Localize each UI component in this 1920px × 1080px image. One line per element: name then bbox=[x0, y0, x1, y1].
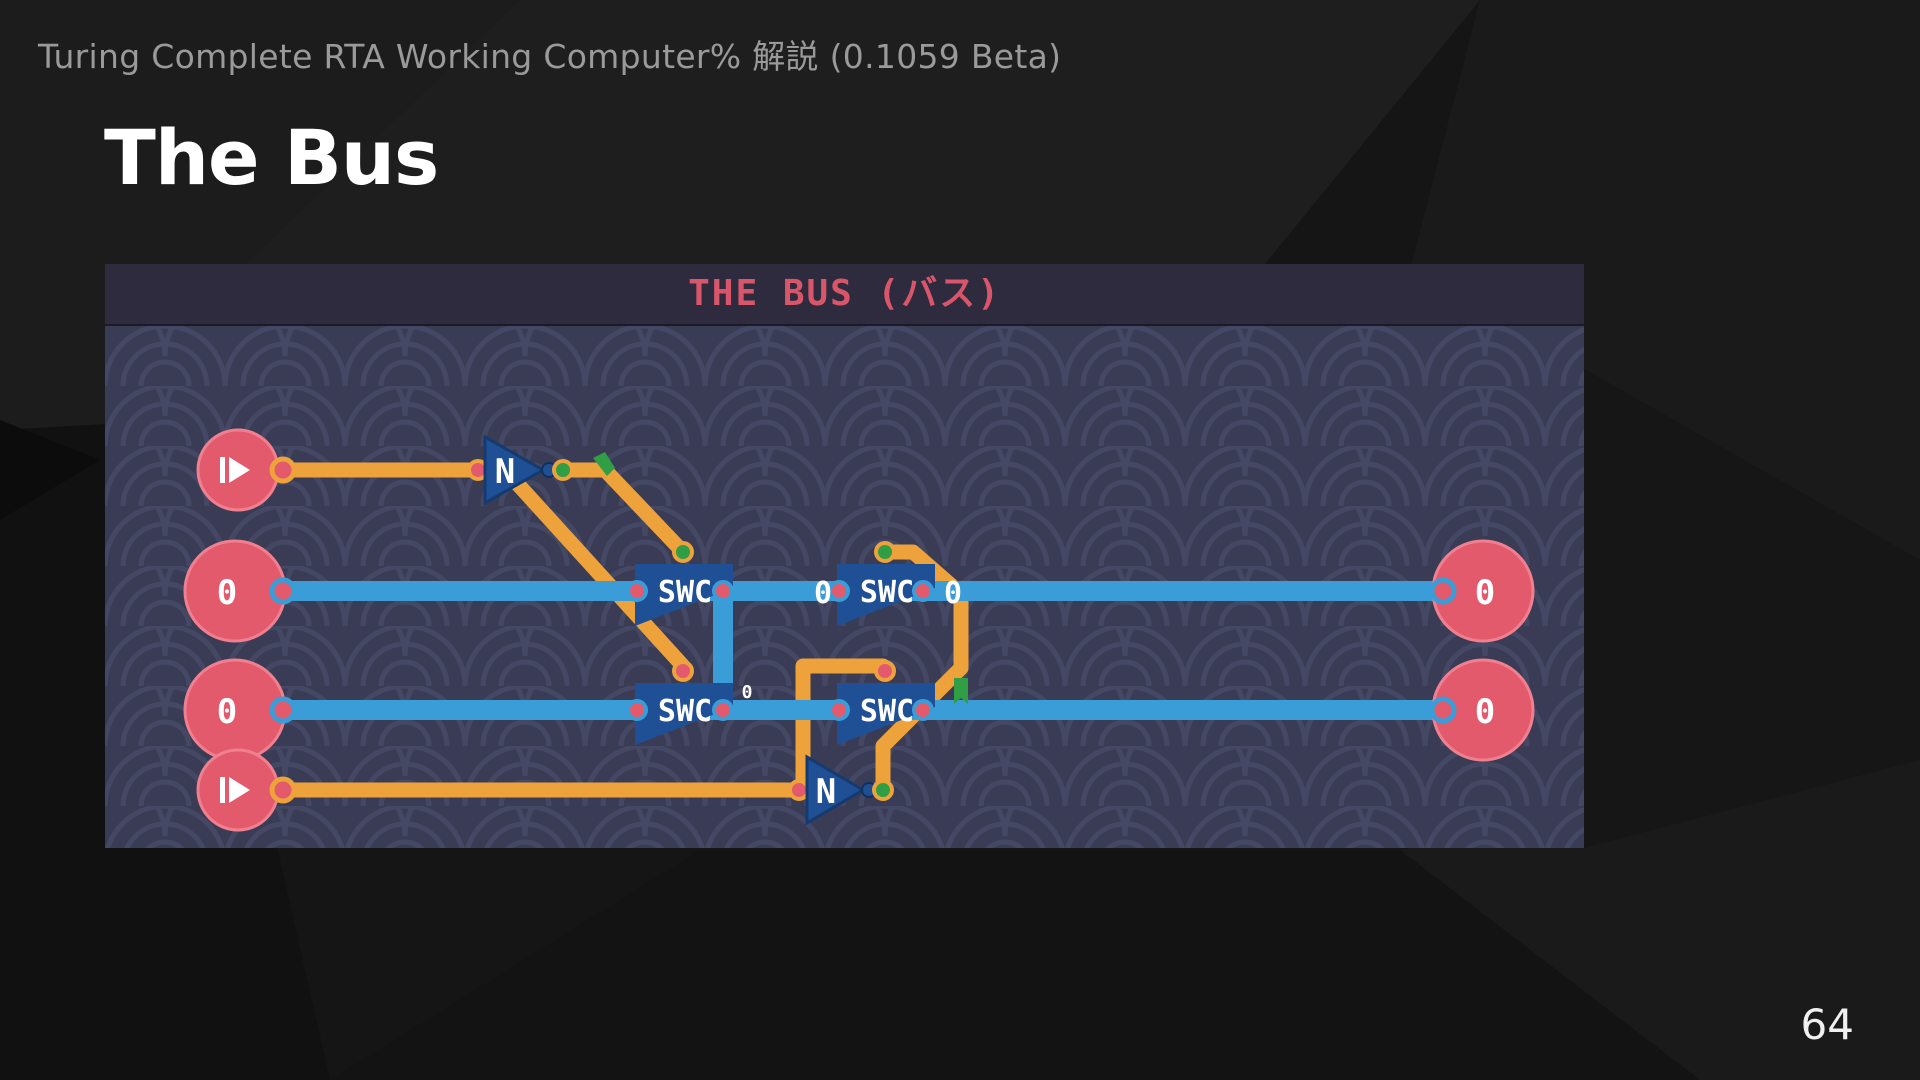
not-gate-top-label: N bbox=[495, 452, 515, 492]
wire-label-mid-top-left: 0 bbox=[814, 576, 832, 611]
input-data-top-value: 0 bbox=[217, 573, 237, 613]
not-gate-bottom[interactable]: N bbox=[788, 754, 894, 826]
output-data-bottom[interactable]: 0 bbox=[1431, 658, 1535, 762]
pin-connectors bbox=[269, 456, 1457, 804]
switch-2[interactable]: SWC bbox=[828, 541, 935, 626]
input-enable-top[interactable] bbox=[196, 428, 280, 512]
circuit-board: 0 0 0 0 bbox=[105, 326, 1584, 848]
control-wire-not-bottom-in bbox=[795, 658, 891, 798]
switch-3[interactable]: SWC bbox=[626, 660, 734, 745]
switch-4[interactable]: SWC bbox=[828, 660, 935, 745]
level-header bbox=[105, 264, 1584, 326]
page-number: 64 bbox=[1800, 1000, 1854, 1049]
not-gate-top[interactable]: N bbox=[467, 434, 574, 506]
switch-1[interactable]: SWC bbox=[626, 541, 734, 626]
deck-title: Turing Complete RTA Working Computer% 解説… bbox=[38, 37, 1062, 76]
slide-title: The Bus bbox=[104, 113, 439, 202]
switch-4-label: SWC bbox=[860, 694, 914, 729]
green-marker-bottom bbox=[954, 678, 968, 704]
level-name: THE BUS (バス) bbox=[688, 273, 1001, 314]
wire-label-mid-small: 0 bbox=[742, 682, 753, 703]
play-icon bbox=[220, 457, 250, 483]
switch-1-label: SWC bbox=[658, 575, 712, 610]
output-data-top-value: 0 bbox=[1475, 573, 1495, 613]
level-screenshot: THE BUS (バス) bbox=[105, 264, 1584, 848]
switch-3-label: SWC bbox=[658, 694, 712, 729]
input-enable-bottom[interactable] bbox=[196, 748, 280, 832]
control-wires bbox=[275, 462, 969, 798]
output-data-bottom-value: 0 bbox=[1475, 692, 1495, 732]
input-data-bottom-value: 0 bbox=[217, 692, 237, 732]
control-wire-switch-2 bbox=[877, 544, 969, 674]
play-icon bbox=[220, 777, 250, 803]
wire-label-mid-top-right: 0 bbox=[944, 576, 962, 611]
switch-2-label: SWC bbox=[860, 575, 914, 610]
control-wire-enable-top-to-switch-3 bbox=[497, 462, 691, 674]
green-marker-top bbox=[593, 452, 615, 476]
not-gate-bottom-label: N bbox=[816, 772, 836, 812]
